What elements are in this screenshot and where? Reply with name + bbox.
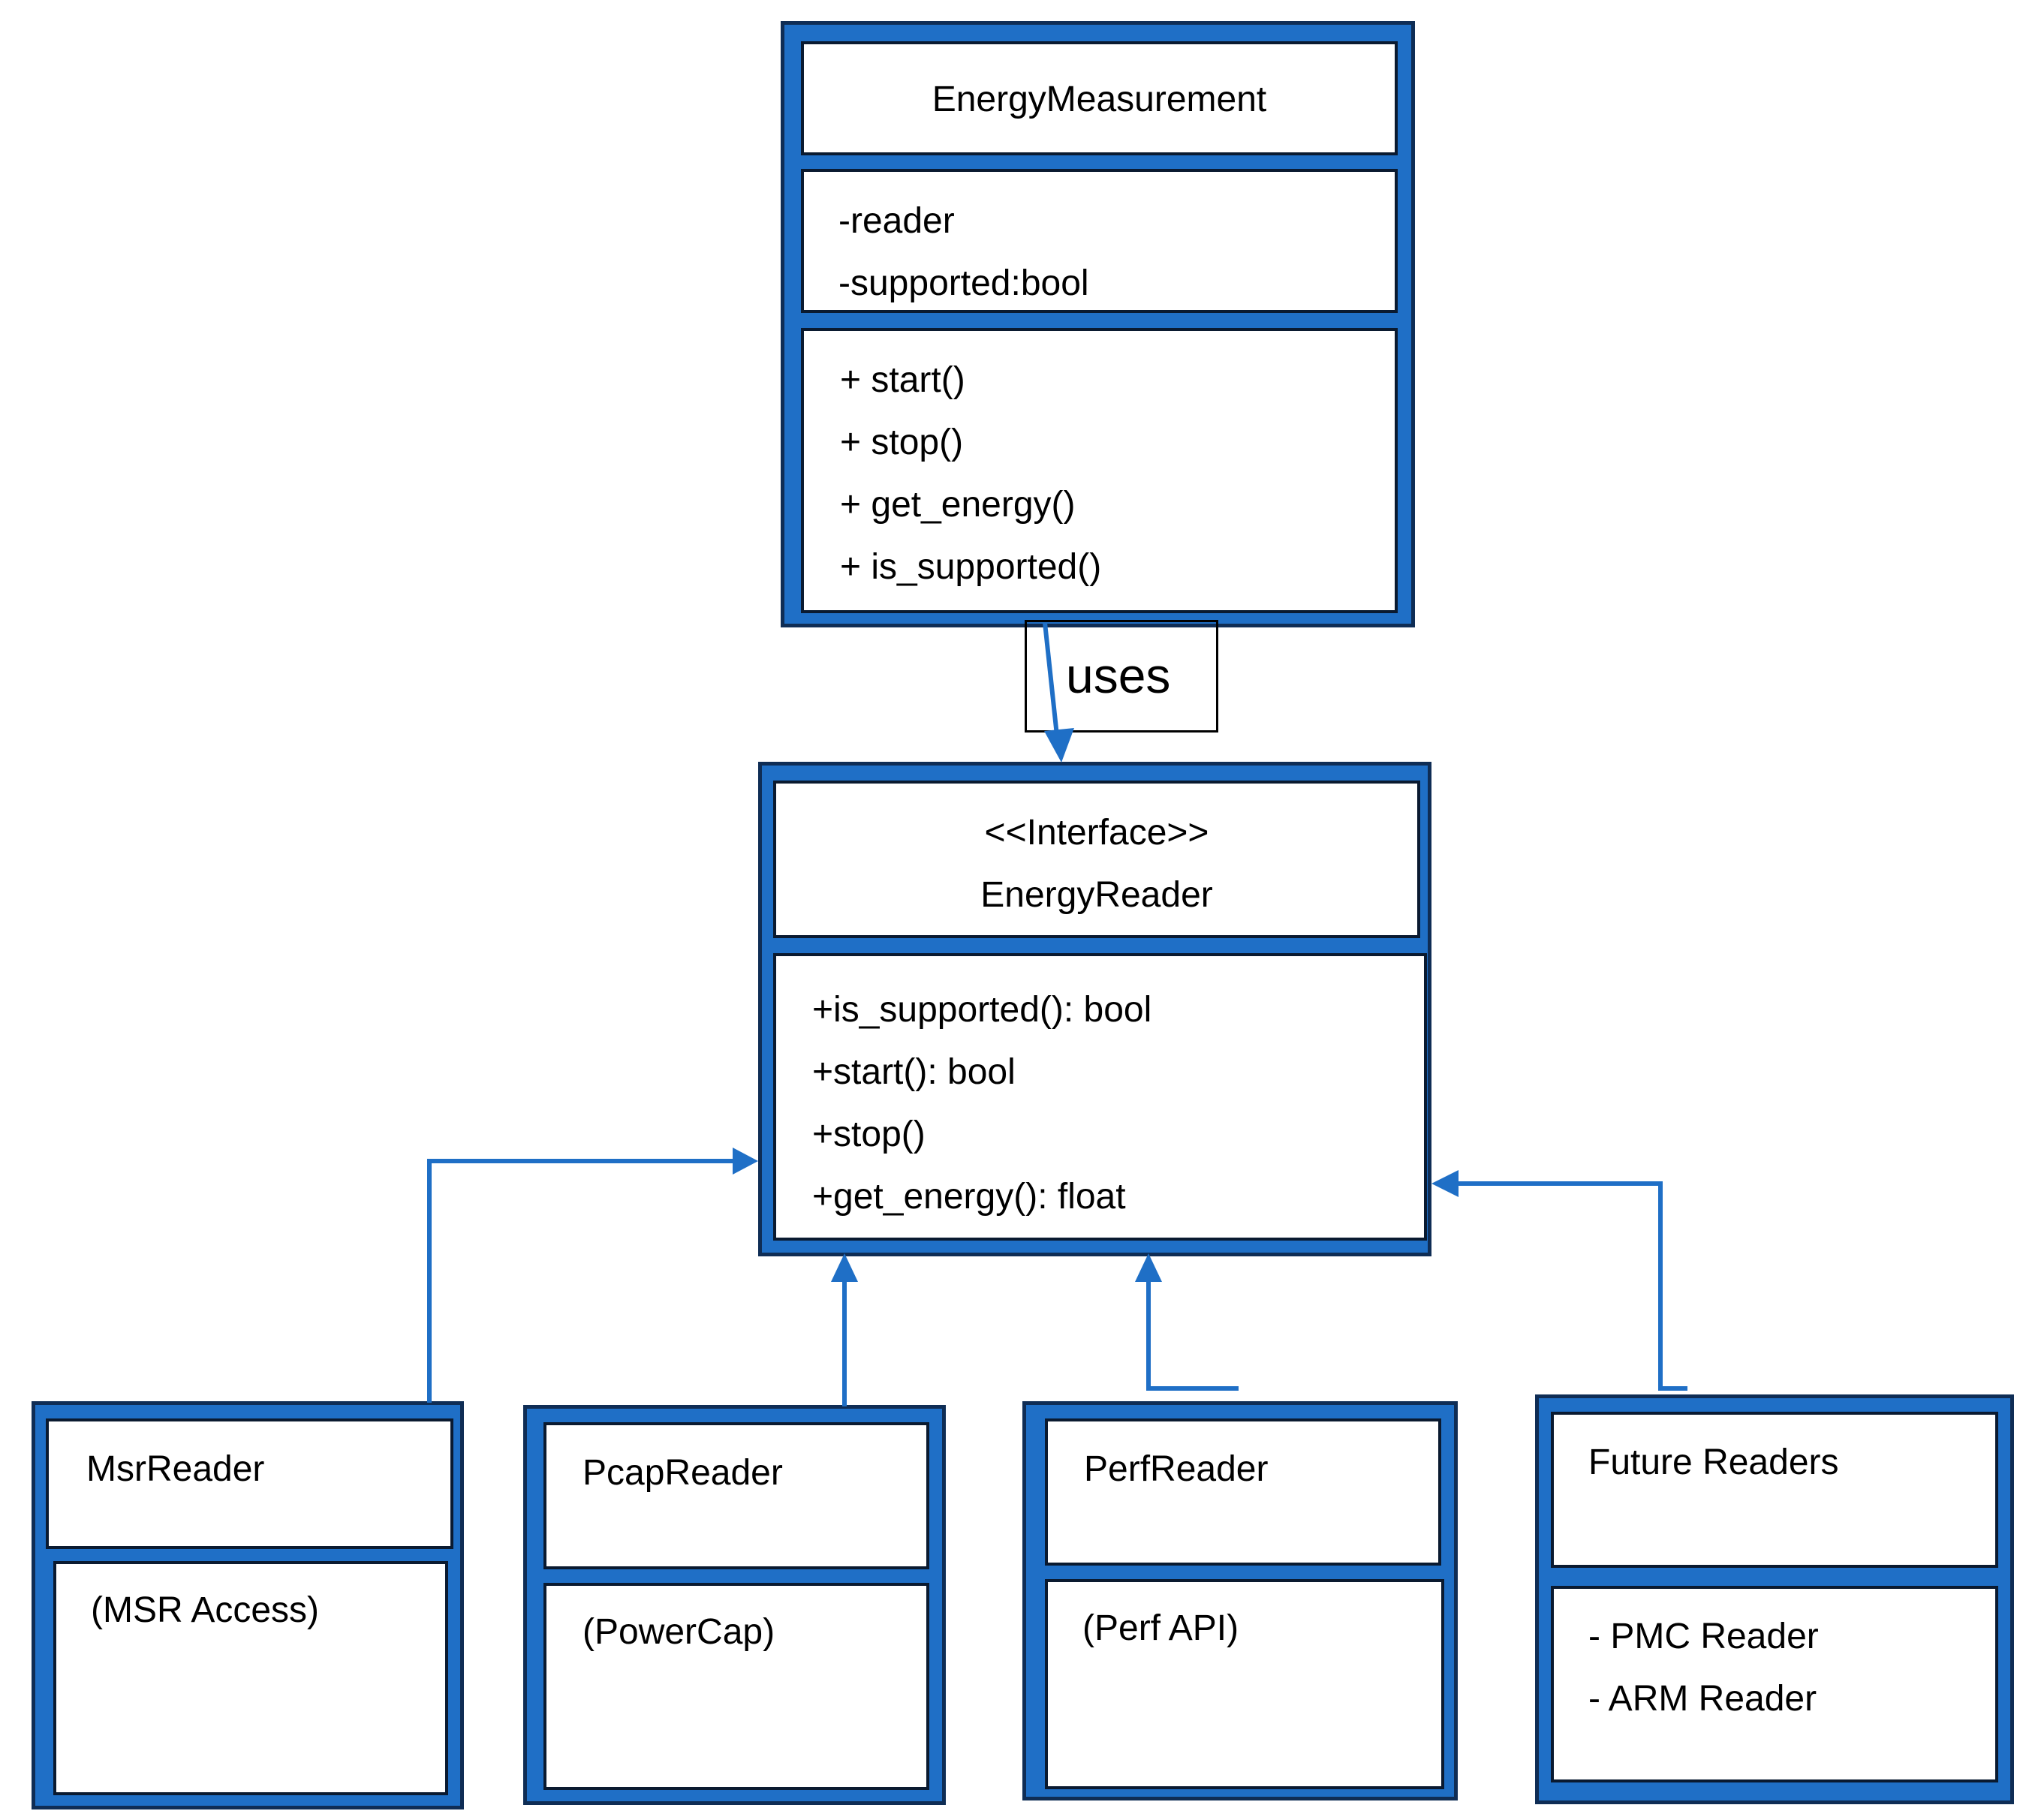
future-readers-class: Future Readers - PMC Reader - ARM Reader [1535,1394,2014,1804]
msr-reader-arrowhead [733,1148,758,1175]
perf-reader-details-compartment: (Perf API) [1045,1579,1444,1789]
energy-reader-methods-compartment: +is_supported(): bool +start(): bool +st… [773,953,1427,1241]
perf-reader-class: PerfReader (Perf API) [1022,1401,1458,1800]
method-start: + start() [840,360,965,400]
msr-reader-details-compartment: (MSR Access) [53,1561,448,1795]
energy-reader-class-name: EnergyReader [980,875,1213,915]
interface-method-is-supported: +is_supported(): bool [812,990,1152,1030]
pcap-reader-arrowhead [831,1253,858,1282]
uses-label-box: uses [1025,620,1218,733]
interface-method-get-energy: +get_energy(): float [812,1177,1126,1217]
interface-method-start: +start(): bool [812,1052,1016,1092]
pcap-reader-details-compartment: (PowerCap) [543,1583,929,1790]
perf-reader-name-compartment: PerfReader [1045,1418,1441,1566]
energy-measurement-class: EnergyMeasurement -reader -supported:boo… [781,21,1415,627]
msr-reader-name-compartment: MsrReader [46,1418,453,1549]
perf-reader-arrowhead [1135,1253,1162,1282]
perf-reader-detail: (Perf API) [1082,1608,1239,1648]
energy-measurement-name-compartment: EnergyMeasurement [801,41,1398,155]
pcap-reader-detail: (PowerCap) [583,1612,775,1652]
interface-method-stop: +stop() [812,1115,926,1154]
method-get-energy: + get_energy() [840,485,1076,525]
interface-stereotype: <<Interface>> [984,813,1209,853]
method-is-supported: + is_supported() [840,547,1102,587]
future-reader-arm: - ARM Reader [1588,1679,1817,1719]
future-readers-class-name: Future Readers [1588,1442,1839,1482]
energy-reader-name-compartment: <<Interface>> EnergyReader [773,781,1420,938]
pcap-reader-class: PcapReader (PowerCap) [523,1405,946,1805]
msr-reader-class: MsrReader (MSR Access) [32,1401,464,1809]
energy-measurement-class-name: EnergyMeasurement [932,80,1267,119]
energy-measurement-methods-compartment: + start() + stop() + get_energy() + is_s… [801,328,1398,613]
future-readers-details-compartment: - PMC Reader - ARM Reader [1551,1586,1998,1782]
attribute-reader: -reader [838,201,955,241]
pcap-reader-class-name: PcapReader [583,1453,783,1493]
uses-label: uses [1066,648,1171,703]
msr-reader-connector-line [427,1159,739,1403]
future-readers-name-compartment: Future Readers [1551,1412,1998,1568]
method-stop: + stop() [840,423,964,462]
perf-reader-class-name: PerfReader [1084,1449,1269,1489]
perf-reader-connector-line [1146,1272,1239,1391]
future-readers-arrowhead [1431,1170,1459,1197]
energy-reader-interface: <<Interface>> EnergyReader +is_supported… [758,762,1431,1256]
msr-reader-detail: (MSR Access) [91,1590,320,1630]
uses-arrowhead [1044,728,1074,763]
energy-measurement-attributes-compartment: -reader -supported:bool [801,169,1398,313]
future-reader-pmc: - PMC Reader [1588,1617,1819,1656]
future-readers-connector-line [1453,1181,1687,1391]
msr-reader-class-name: MsrReader [86,1449,265,1489]
attribute-supported: -supported:bool [838,263,1089,303]
pcap-reader-name-compartment: PcapReader [543,1422,929,1569]
